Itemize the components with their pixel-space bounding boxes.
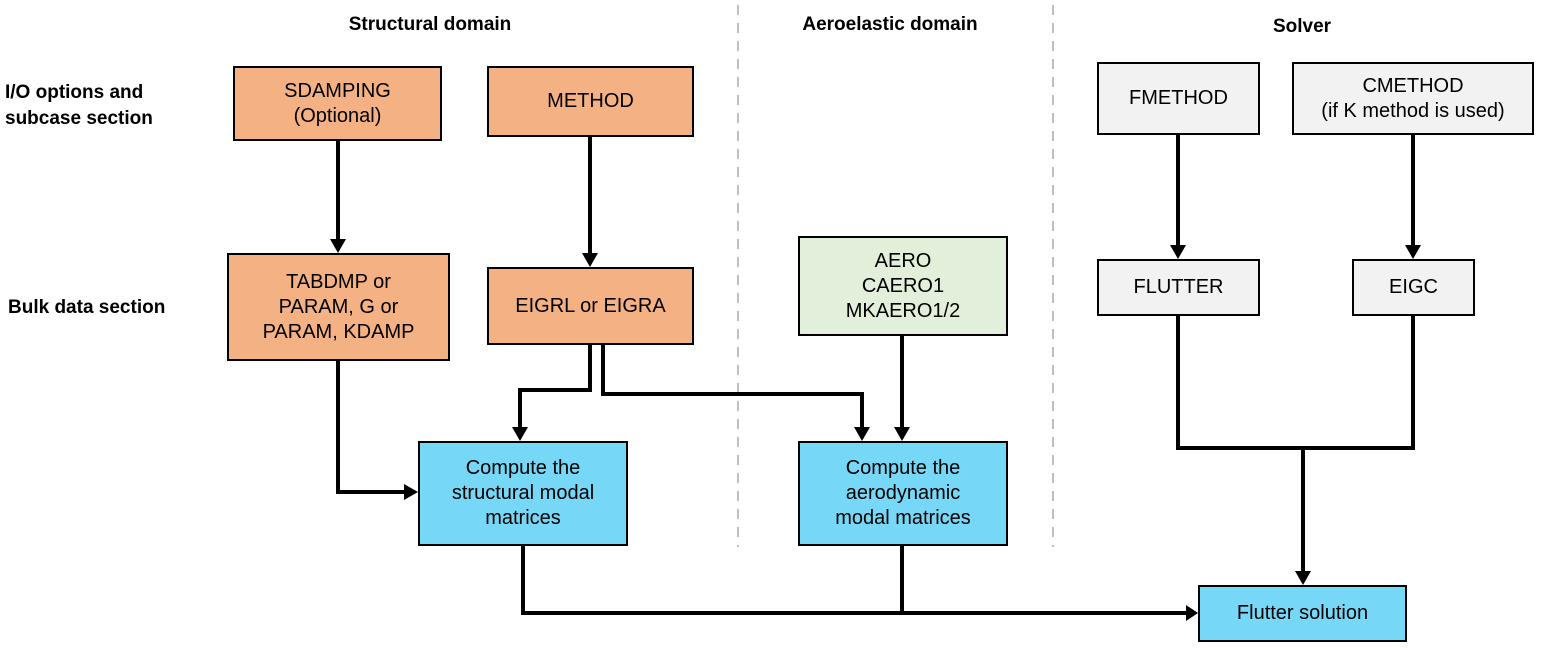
node-flutter-solution-label: Flutter solution <box>1236 602 1369 624</box>
connector-modal-matrices-to-flutter-solution <box>521 545 1198 621</box>
connector-flutter-eigc-to-flutter-solution <box>1176 315 1415 585</box>
connector-tabdmp-to-structural-modal <box>336 360 418 500</box>
node-sdamping: SDAMPING (Optional) <box>233 66 442 141</box>
node-flutter-solution: Flutter solution <box>1198 585 1407 642</box>
row-label-bulk-data-section: Bulk data section <box>8 297 166 318</box>
connector-cmethod-to-eigc <box>1405 134 1421 259</box>
header-solver: Solver <box>1272 16 1332 37</box>
node-structural-modal-label: Compute the structural modal matrices <box>451 457 595 529</box>
node-cmethod: CMETHOD (if K method is used) <box>1292 62 1534 135</box>
node-eigrl-label: EIGRL or EIGRA <box>515 294 666 317</box>
header-aeroelastic-domain: Aeroelastic domain <box>802 14 978 35</box>
node-cmethod-label: CMETHOD (if K method is used) <box>1321 74 1505 122</box>
divider-aeroelastic-solver <box>1052 5 1054 547</box>
node-method-label: METHOD <box>547 90 634 112</box>
node-aero-modal-label: Compute the aerodynamic modal matrices <box>835 457 971 529</box>
node-tabdmp-label: TABDMP or PARAM, G or PARAM, KDAMP <box>262 270 415 343</box>
header-structural-domain: Structural domain <box>348 14 512 35</box>
node-aero-label: AERO CAERO1 MKAERO1/2 <box>845 249 961 322</box>
node-sdamping-label: SDAMPING (Optional) <box>284 79 391 127</box>
node-eigc: EIGC <box>1352 259 1475 316</box>
node-flutter-label: FLUTTER <box>1133 276 1224 298</box>
node-eigrl: EIGRL or EIGRA <box>487 267 694 345</box>
node-compute-structural-modal-matrices: Compute the structural modal matrices <box>418 441 628 546</box>
row-label-io-subcase-section: I/O options and subcase section <box>5 82 153 129</box>
node-compute-aerodynamic-modal-matrices: Compute the aerodynamic modal matrices <box>798 441 1008 546</box>
node-tabdmp: TABDMP or PARAM, G or PARAM, KDAMP <box>227 253 450 361</box>
connector-aero-to-aero-modal <box>894 335 910 441</box>
node-eigc-label: EIGC <box>1389 276 1438 298</box>
connector-method-to-eigrl <box>582 136 598 267</box>
connector-fmethod-to-flutter <box>1170 134 1186 259</box>
node-fmethod: FMETHOD <box>1097 62 1260 135</box>
node-flutter: FLUTTER <box>1097 259 1260 316</box>
divider-structural-aeroelastic <box>737 5 739 547</box>
node-method: METHOD <box>487 66 694 137</box>
node-aero: AERO CAERO1 MKAERO1/2 <box>798 236 1008 336</box>
connector-sdamping-to-tabdmp <box>330 140 346 253</box>
connector-eigrl-to-structural-modal <box>512 344 592 441</box>
node-fmethod-label: FMETHOD <box>1129 87 1228 109</box>
